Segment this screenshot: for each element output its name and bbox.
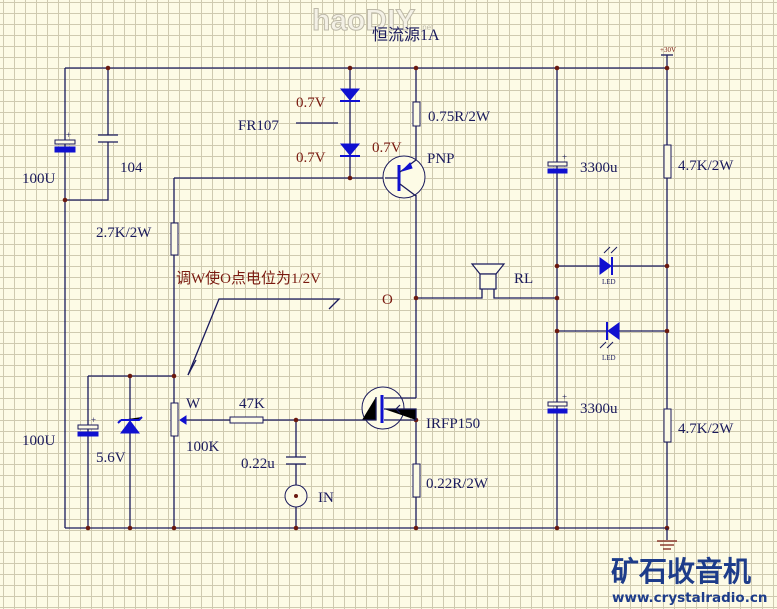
zener-diode-icon: 5.6V	[96, 416, 143, 466]
resistor-0-22r: 0.22R/2W	[412, 463, 489, 498]
resistor-0-75r-label: 0.75R/2W	[428, 109, 491, 125]
svg-text:+: +	[91, 415, 96, 425]
led-top-label: LED	[602, 278, 616, 286]
diode-fr107-top: 0.7V	[296, 88, 361, 111]
zener-label: 5.6V	[96, 450, 126, 466]
resistor-0-22r-label: 0.22R/2W	[426, 476, 489, 492]
watermark: haoDIY .net	[312, 4, 435, 38]
resistor-4-7k-top-label: 4.7K/2W	[678, 158, 734, 174]
brand-name: 矿石收音机	[611, 555, 751, 588]
capacitor-104: 104	[98, 134, 143, 176]
resistor-4-7k-top: 4.7K/2W	[663, 144, 734, 179]
svg-text:+: +	[66, 130, 71, 140]
resistor-0-75r: 0.75R/2W	[412, 101, 491, 127]
diode-fr107-bottom: 0.7V	[296, 143, 361, 166]
capacitor-100u-bottom: + 100U	[22, 415, 99, 449]
speaker-label: RL	[514, 271, 533, 287]
capacitor-104-label: 104	[120, 160, 143, 176]
junctions	[62, 65, 670, 531]
capacitor-100u-bottom-label: 100U	[22, 433, 56, 449]
resistor-2-7k-label: 2.7K/2W	[96, 225, 152, 241]
adjust-note: 调W使O点电位为1/2V	[176, 270, 321, 287]
watermark-suffix: .net	[420, 23, 434, 32]
supply-terminal: +30V	[660, 46, 676, 56]
input-terminal[interactable]: IN	[284, 484, 334, 508]
led-bottom-label: LED	[602, 354, 616, 362]
capacitor-3300u-bottom: + 3300u	[547, 392, 618, 417]
title: 恒流源1A	[372, 26, 440, 44]
led-top-icon: LED	[599, 246, 618, 286]
capacitor-100u-top: + 100U	[22, 130, 76, 187]
pnp-vbe-label: 0.7V	[372, 140, 402, 156]
pot-value-label: 100K	[186, 439, 220, 455]
svg-text:+: +	[562, 392, 567, 402]
pnp-transistor: 0.7V PNP	[372, 140, 455, 199]
diode-part-label: FR107	[238, 118, 279, 134]
potentiometer-w: W 100K	[170, 396, 220, 455]
resistor-2-7k: 2.7K/2W	[96, 222, 179, 256]
brand-url: www.crystalradio.cn	[612, 590, 767, 606]
supply-label: +30V	[660, 46, 676, 54]
wires	[64, 55, 668, 529]
input-label: IN	[318, 490, 334, 506]
diode-top-drop-label: 0.7V	[296, 95, 326, 111]
speaker-icon: RL	[470, 263, 533, 290]
pnp-label: PNP	[427, 151, 455, 167]
resistor-47k-label: 47K	[239, 396, 265, 412]
watermark-text: haoDIY	[312, 4, 415, 37]
node-o-label: O	[382, 292, 393, 308]
capacitor-100u-top-label: 100U	[22, 171, 56, 187]
pot-name-label: W	[186, 396, 201, 412]
led-bottom-icon: LED	[599, 322, 620, 362]
capacitor-0-22u: 0.22u	[241, 456, 306, 472]
mosfet-irfp150: IRFP150	[361, 386, 480, 432]
capacitor-3300u-bottom-label: 3300u	[580, 401, 618, 417]
capacitor-0-22u-label: 0.22u	[241, 456, 275, 472]
capacitor-3300u-top: + 3300u	[547, 152, 618, 176]
resistor-4-7k-bottom-label: 4.7K/2W	[678, 421, 734, 437]
capacitor-3300u-top-label: 3300u	[580, 160, 618, 176]
svg-text:+: +	[562, 152, 567, 162]
mosfet-label: IRFP150	[426, 416, 480, 432]
resistor-4-7k-bottom: 4.7K/2W	[663, 408, 734, 443]
ground-icon	[657, 528, 677, 550]
diode-bottom-drop-label: 0.7V	[296, 150, 326, 166]
resistor-47k: 47K	[229, 396, 265, 424]
brand-watermark: 矿石收音机 www.crystalradio.cn	[611, 555, 767, 606]
